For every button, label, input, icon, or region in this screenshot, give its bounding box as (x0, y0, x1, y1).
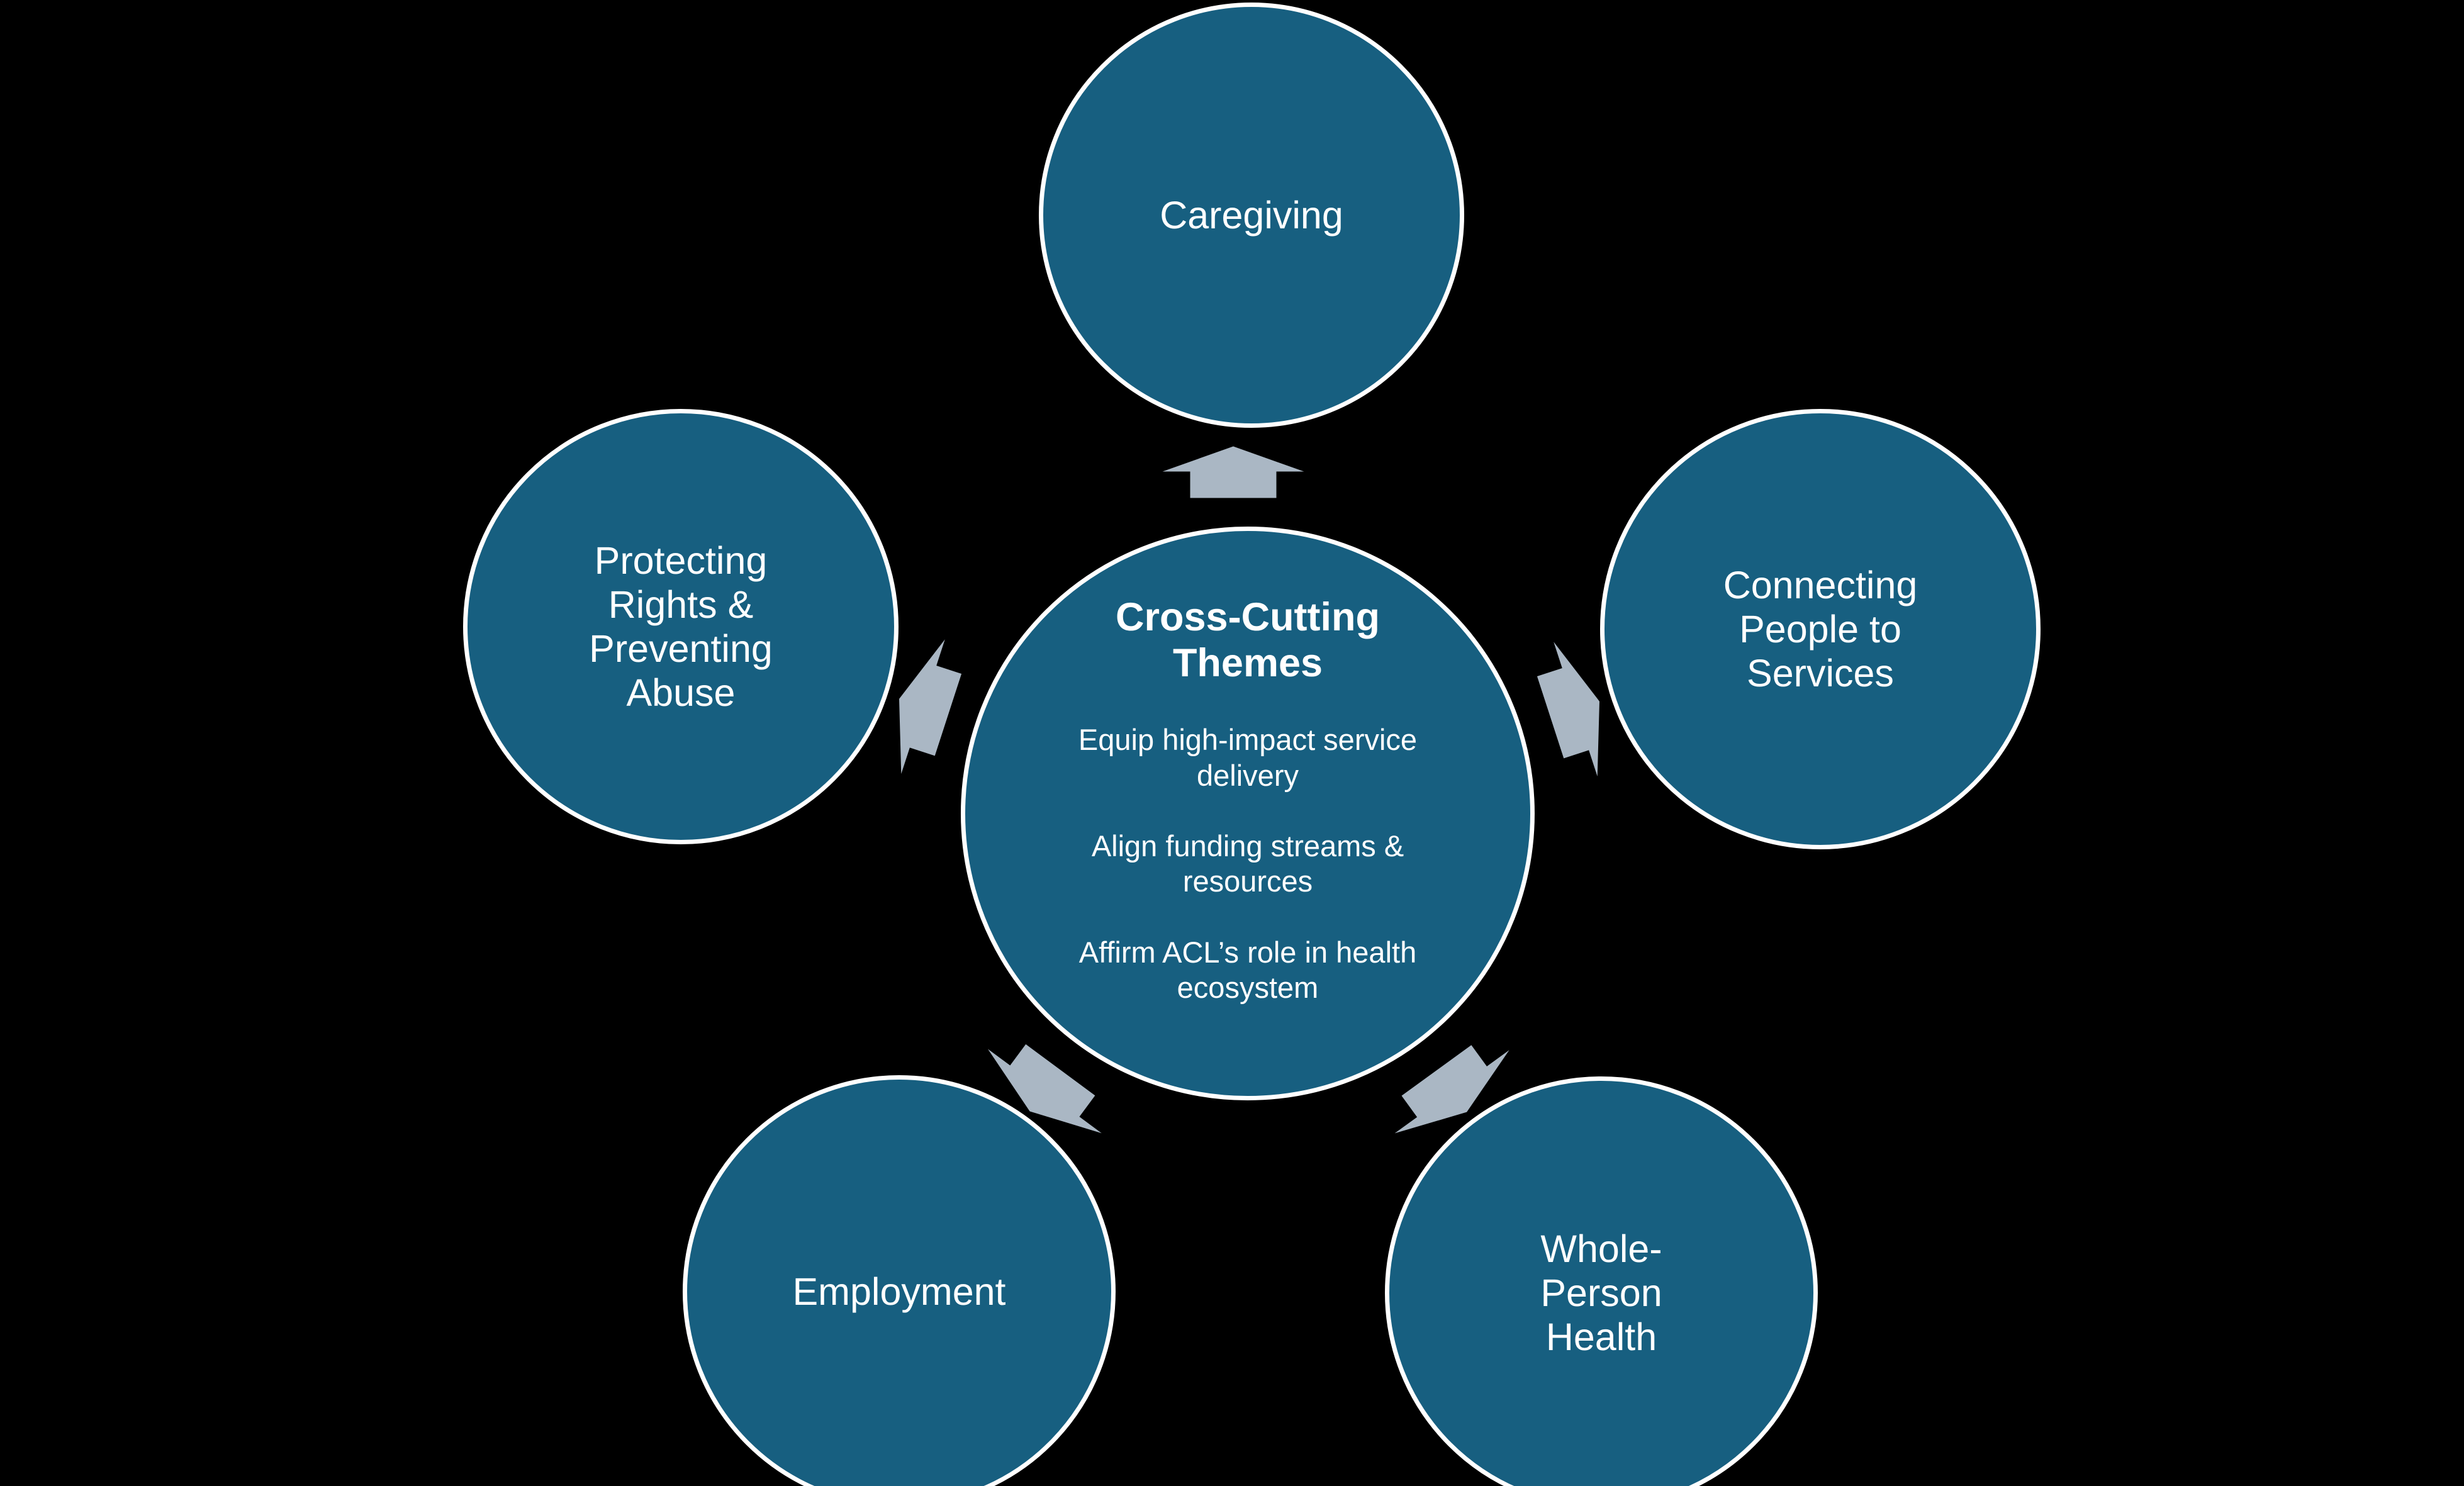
arrow-to-protecting-rights-icon (899, 639, 962, 774)
arrow-to-connecting-people-icon (1537, 642, 1599, 777)
node-caregiving-label: Caregiving (1160, 193, 1343, 237)
node-connecting-people-to-services-label: Connecting People to Services (1723, 563, 1918, 695)
center-item-affirm-acl-role: Affirm ACL’s role in health ecosystem (1078, 935, 1417, 1005)
center-item-align-funding: Align funding streams & resources (1091, 829, 1404, 898)
node-caregiving: Caregiving (1039, 3, 1464, 428)
node-whole-person-health-label: Whole- Person Health (1540, 1227, 1662, 1359)
center-title: Cross-Cutting Themes (1116, 595, 1380, 685)
arrow-to-employment-icon (987, 1044, 1102, 1134)
node-connecting-people-to-services: Connecting People to Services (1600, 409, 2041, 849)
node-employment-label: Employment (792, 1270, 1006, 1313)
arrow-to-caregiving-icon (1162, 446, 1304, 498)
node-protecting-rights-preventing-abuse: Protecting Rights & Preventing Abuse (463, 409, 899, 844)
arrow-to-whole-person-health-icon (1394, 1045, 1509, 1134)
node-whole-person-health: Whole- Person Health (1385, 1076, 1818, 1486)
node-employment: Employment (683, 1075, 1116, 1486)
node-cross-cutting-themes: Cross-Cutting Themes Equip high-impact s… (961, 527, 1535, 1100)
center-item-equip-service-delivery: Equip high-impact service delivery (1078, 723, 1418, 792)
node-protecting-rights-preventing-abuse-label: Protecting Rights & Preventing Abuse (589, 539, 773, 715)
